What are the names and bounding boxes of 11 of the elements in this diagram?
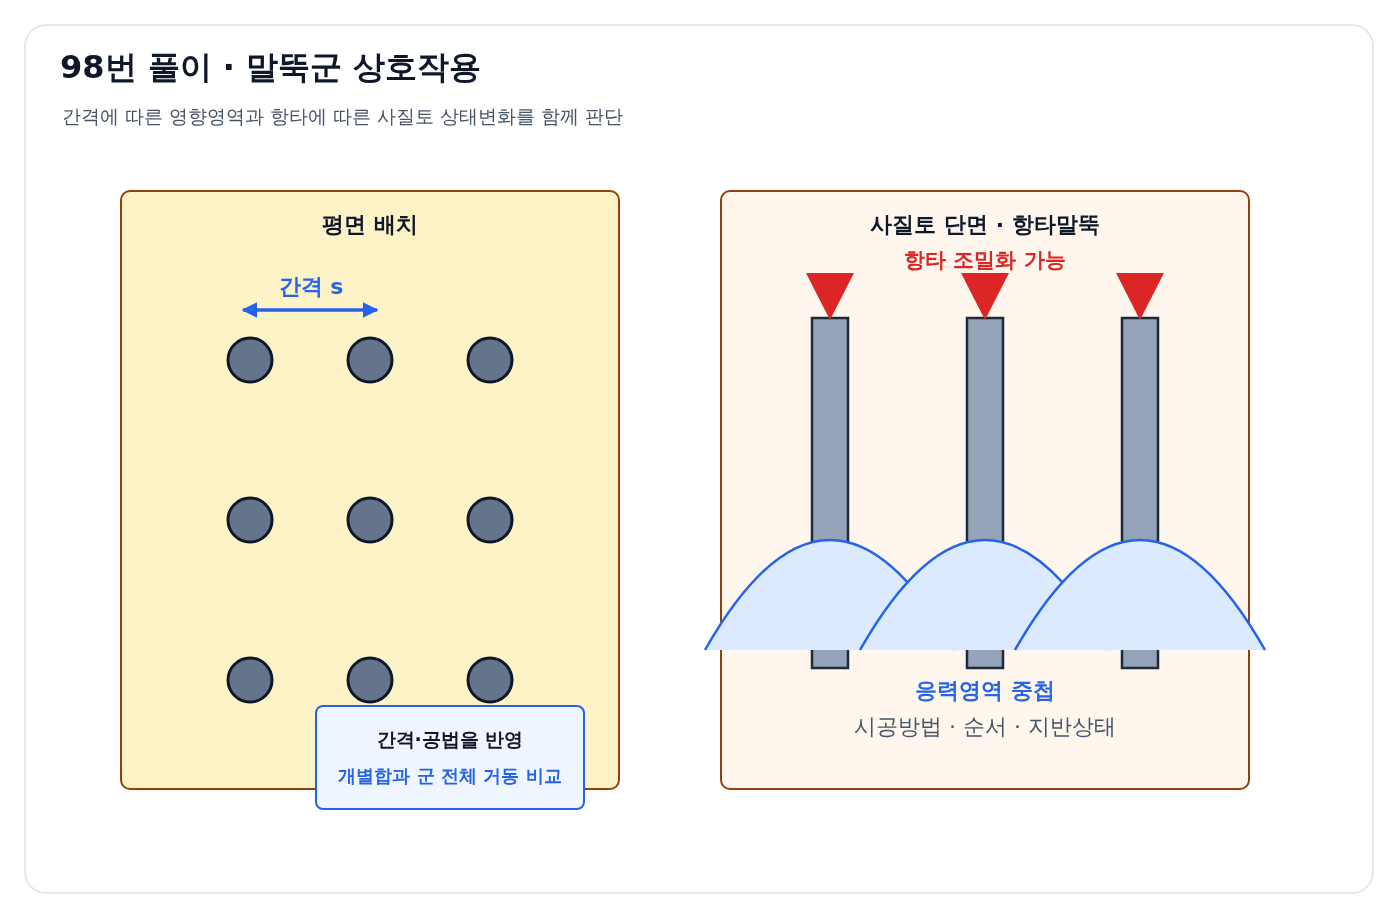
annotation-text: 응력영역 중첩 (915, 677, 1055, 705)
annotation-text: 시공방법 · 순서 · 지반상태 (854, 713, 1116, 741)
annotation-text: 항타 조밀화 가능 (904, 247, 1066, 274)
panel-title: 사질토 단면 · 항타말뚝 (869, 211, 1101, 239)
note-box (315, 705, 585, 810)
note-text: 개별합과 군 전체 거동 비교 (337, 764, 563, 788)
subtitle: 간격에 따른 영향영역과 항타에 따른 사질토 상태변화를 함께 판단 (62, 104, 624, 129)
dimension-label: 간격 s (278, 273, 344, 301)
note-heading: 간격·공법을 반영 (375, 727, 525, 752)
panel-title: 평면 배치 (321, 211, 419, 239)
diagram-title: 98번 풀이 · 말뚝군 상호작용 (60, 47, 482, 88)
